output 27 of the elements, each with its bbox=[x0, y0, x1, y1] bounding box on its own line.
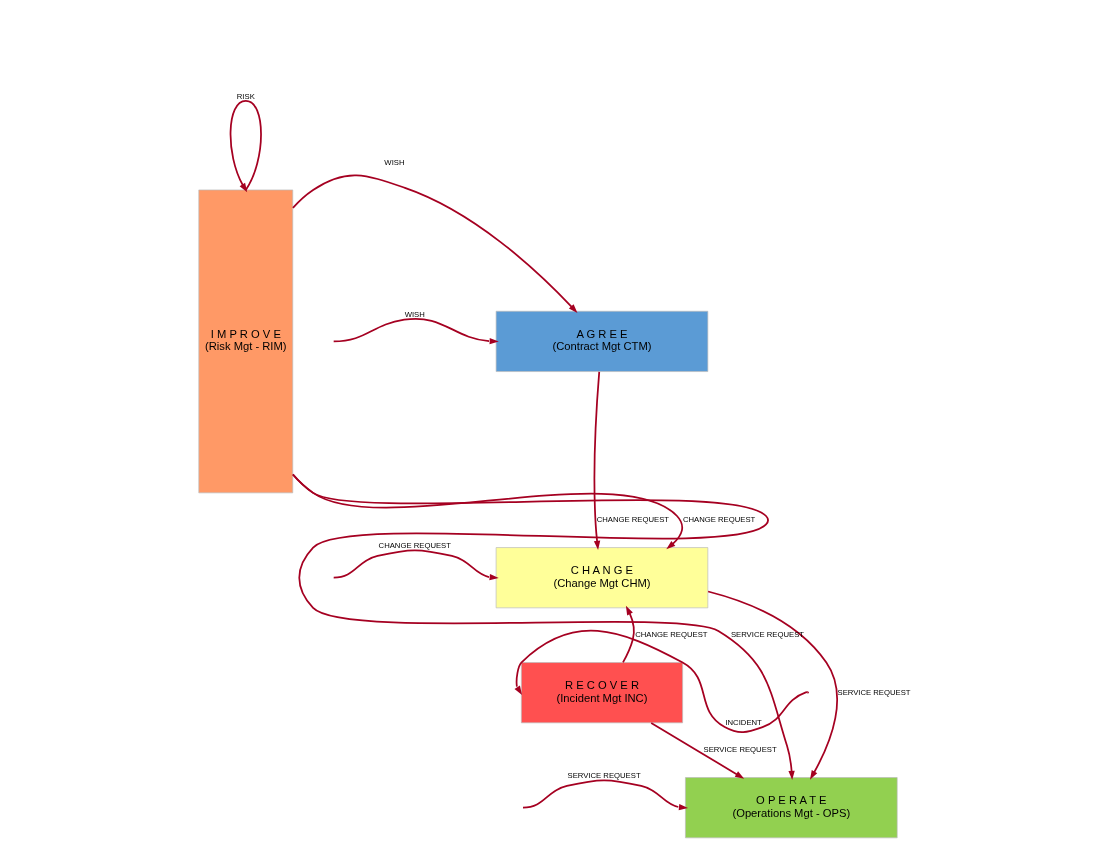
edge-label: CHANGE REQUEST bbox=[634, 630, 708, 640]
node-box: I M P R O V E (Risk Mgt - RIM) bbox=[197, 189, 293, 494]
arrow bbox=[521, 779, 688, 811]
edge-label: RISK bbox=[236, 91, 255, 101]
node-box: R E C O V E R (Incident Mgt INC) bbox=[520, 662, 683, 724]
arrow bbox=[291, 174, 577, 314]
edge-label: CHANGE REQUEST bbox=[682, 515, 755, 525]
edge-label: SERVICE REQUEST bbox=[567, 771, 641, 781]
arrow bbox=[332, 317, 499, 345]
arrow bbox=[621, 605, 635, 664]
edge-label: CHANGE REQUEST bbox=[596, 515, 669, 525]
arrow bbox=[229, 100, 262, 193]
arrow bbox=[593, 370, 600, 550]
edge-label: CHANGE REQUEST bbox=[378, 541, 451, 551]
arrow bbox=[291, 473, 795, 780]
edge-label: SERVICE REQUEST bbox=[837, 687, 911, 697]
edge-label: SERVICE REQUEST bbox=[703, 745, 777, 755]
arrow bbox=[706, 590, 838, 780]
edge-label: INCIDENT bbox=[724, 717, 762, 727]
node-box: A G R E E (Contract Mgt CTM) bbox=[495, 310, 708, 372]
arrow bbox=[649, 722, 744, 779]
node-box: O P E R A T E (Operations Mgt - OPS) bbox=[684, 777, 897, 839]
arrow bbox=[332, 549, 499, 581]
edge-label: WISH bbox=[383, 157, 404, 167]
arrow bbox=[514, 630, 809, 734]
edge-label: WISH bbox=[404, 309, 425, 319]
node-box: C H A N G E (Change Mgt CHM) bbox=[495, 547, 708, 609]
